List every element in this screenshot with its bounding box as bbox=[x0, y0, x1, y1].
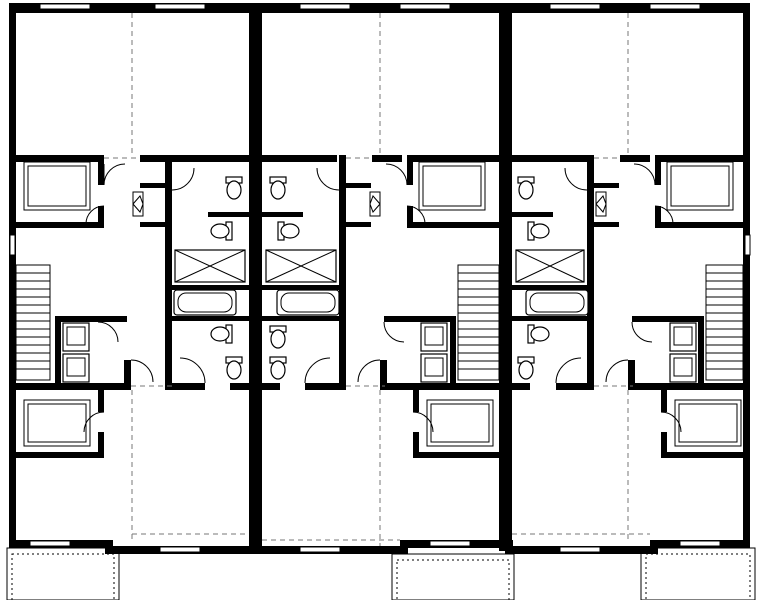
porches bbox=[6, 547, 756, 600]
stair-unit-2 bbox=[457, 264, 500, 381]
interior-walls bbox=[9, 155, 750, 458]
windows bbox=[9, 3, 751, 553]
stair-unit-1 bbox=[15, 264, 51, 381]
dashed-lines bbox=[104, 13, 650, 546]
toilets bbox=[210, 176, 550, 380]
showers bbox=[174, 249, 585, 283]
washer-dryer bbox=[62, 322, 697, 383]
bathtubs bbox=[173, 289, 589, 316]
closets bbox=[23, 161, 742, 447]
stair-unit-3 bbox=[705, 264, 744, 381]
party-walls bbox=[249, 3, 512, 551]
water-heater-closets bbox=[132, 191, 607, 217]
door-swings bbox=[83, 163, 682, 433]
